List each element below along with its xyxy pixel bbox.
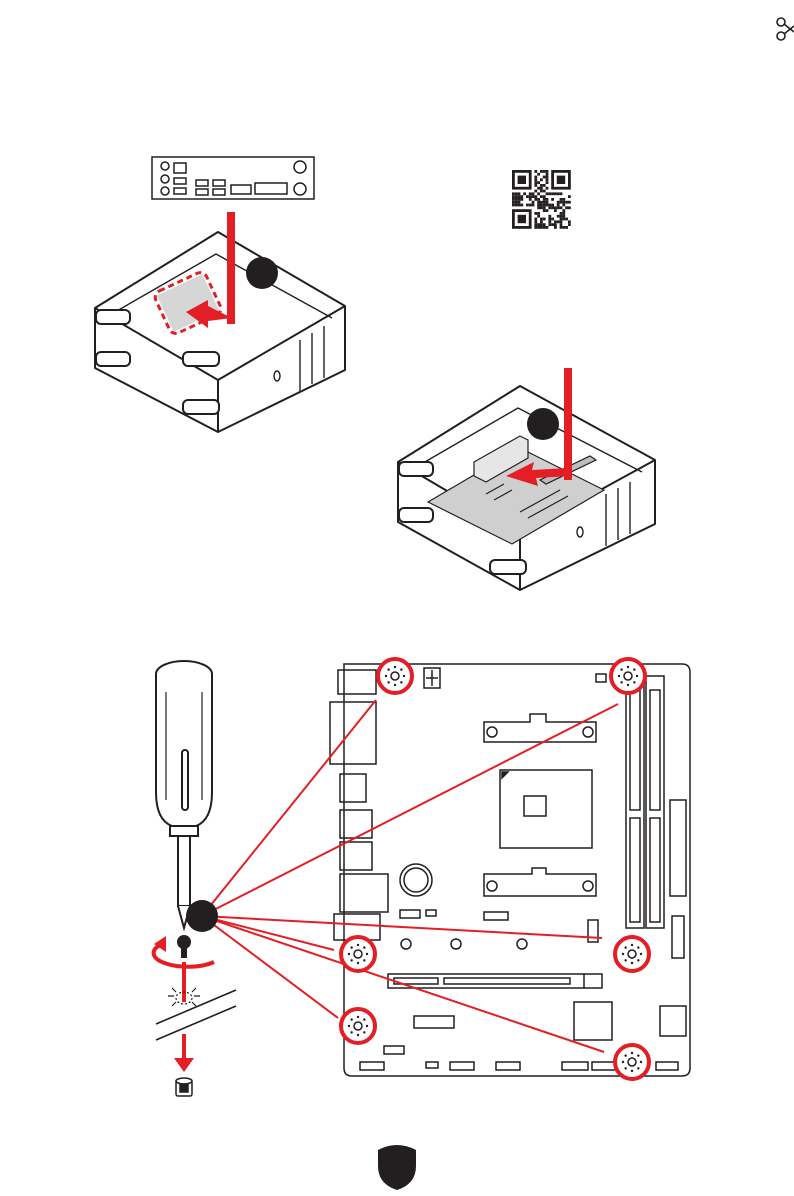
screw-hole-marker xyxy=(615,1045,649,1079)
screw-hole-marker xyxy=(341,937,375,971)
standoff-icon xyxy=(176,1078,192,1096)
mounting-plate xyxy=(156,990,236,1040)
step-badge-1 xyxy=(246,257,278,289)
screwdriver xyxy=(156,661,212,928)
screw-hole-marker xyxy=(611,659,645,693)
io-shield-plate xyxy=(152,157,314,199)
step-badge-3 xyxy=(186,900,218,932)
screw-rotate-icon xyxy=(154,935,214,967)
standoff-arrow-head xyxy=(174,1058,194,1072)
insert-down-arrow-1 xyxy=(227,212,235,324)
insert-down-arrow-2 xyxy=(564,368,572,480)
screw-hole-marker xyxy=(341,1009,375,1043)
screw-hole-marker xyxy=(615,937,649,971)
screw-hole-marker xyxy=(378,659,412,693)
dragon-shield-logo xyxy=(378,1145,416,1190)
qr-code-icon xyxy=(512,170,571,229)
scissors-icon xyxy=(777,18,794,40)
motherboard-layout xyxy=(330,664,690,1076)
pc-case-step-1 xyxy=(95,232,345,432)
step-badge-2 xyxy=(527,408,559,440)
